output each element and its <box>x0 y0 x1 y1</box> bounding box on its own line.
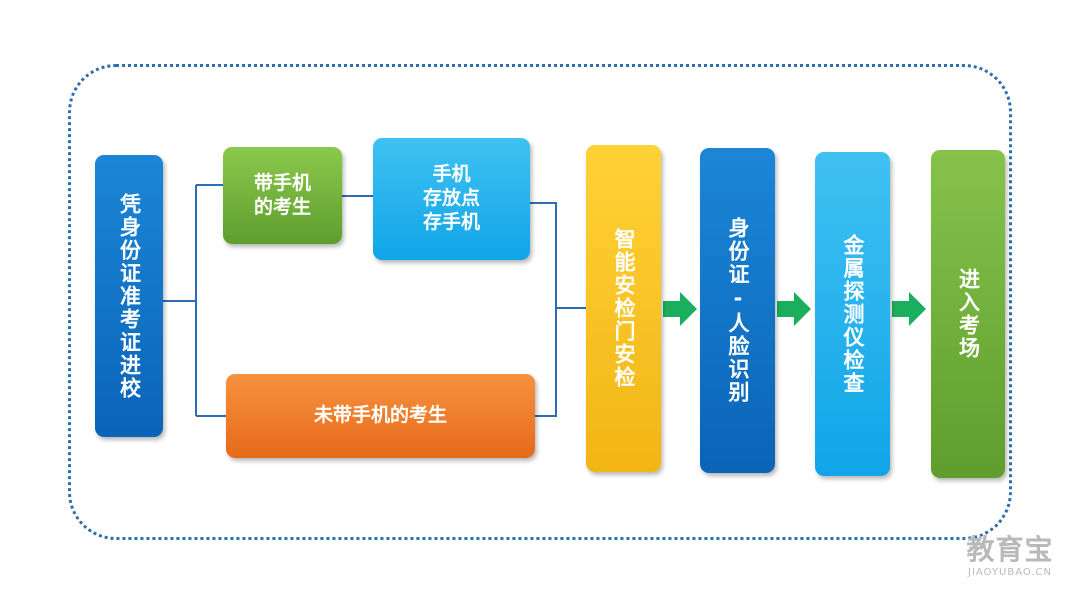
step-without-phone-label: 未带手机的考生 <box>313 404 447 427</box>
step-metal-detector: 金属探测仪检查 <box>815 152 890 476</box>
arrow-icon <box>663 292 697 326</box>
watermark-en: JIAOYUBAO.CN <box>968 567 1052 578</box>
watermark-cn: 教育宝 <box>966 533 1054 566</box>
step-enter-campus-label: 凭身份证准考证进校 <box>117 192 142 400</box>
step-enter-exam-room: 进入考场 <box>931 150 1005 478</box>
step-with-phone-label: 带手机 的考生 <box>253 171 311 218</box>
arrow-icon <box>892 292 926 326</box>
connector-without-to-gate <box>535 308 557 417</box>
step-phone-storage: 手机 存放点 存手机 <box>373 138 530 260</box>
step-with-phone: 带手机 的考生 <box>223 147 342 244</box>
step-enter-exam-room-label: 进入考场 <box>956 268 981 360</box>
step-without-phone: 未带手机的考生 <box>226 374 535 458</box>
watermark-logo: 教育宝 JIAOYUBAO.CN <box>950 533 1070 579</box>
step-enter-campus: 凭身份证准考证进校 <box>95 155 163 437</box>
step-phone-storage-label: 手机 存放点 存手机 <box>422 163 480 233</box>
connector-storage-to-gate <box>530 202 586 309</box>
step-id-face-recognition: 身份证-人脸识别 <box>700 148 775 473</box>
connector-start-split <box>163 184 226 417</box>
step-security-gate: 智能安检门安检 <box>586 145 661 472</box>
step-id-face-label: 身份证-人脸识别 <box>726 217 750 404</box>
dotted-frame <box>68 64 1012 540</box>
step-security-gate-label: 智能安检门安检 <box>612 228 636 389</box>
step-metal-detector-label: 金属探测仪检查 <box>841 233 865 395</box>
arrow-icon <box>777 292 811 326</box>
